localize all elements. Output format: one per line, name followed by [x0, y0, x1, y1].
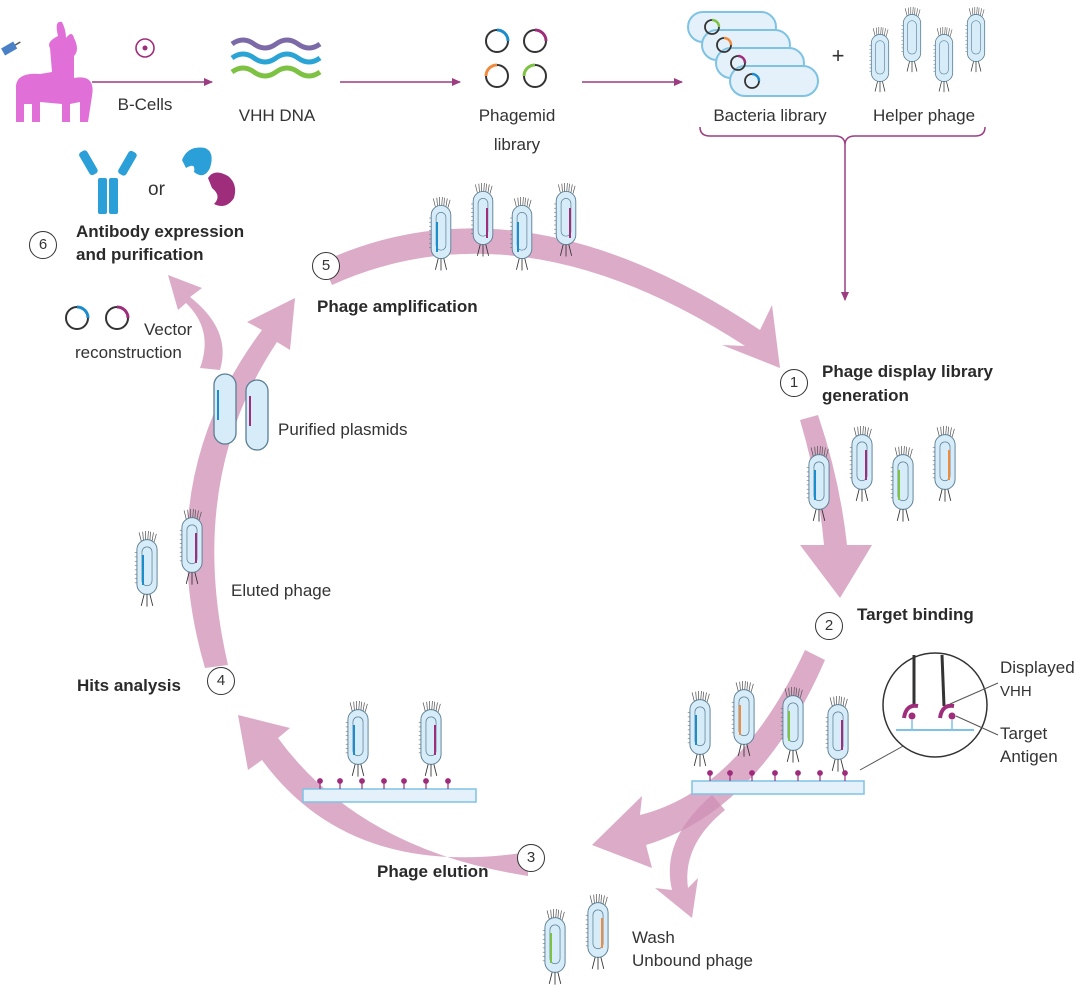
dna-icon — [230, 37, 322, 79]
step-number-2: 2 — [815, 612, 843, 640]
vhh-dna-label: VHH DNA — [238, 106, 316, 125]
step-number-1: 1 — [780, 369, 808, 397]
eluted-phage-label: Eluted phage — [231, 581, 332, 600]
cycle-arrow-4-to-5 — [186, 298, 295, 668]
phagemid-label-line1: Phagemid — [478, 106, 556, 125]
zoom-inset-icon — [859, 652, 999, 771]
cycle-arrow-5-to-1 — [322, 228, 780, 368]
target-antigen-label-line2: Antigen — [1000, 747, 1058, 766]
step-title-3: Phage elution — [377, 862, 489, 881]
displayed-vhh-label-line2: VHH — [1000, 683, 1032, 700]
cycle-arrow-wash — [655, 795, 725, 918]
library-phages — [806, 425, 956, 523]
displayed-vhh-label-line1: Displayed — [1000, 658, 1075, 677]
cycle-arrow-3-to-4 — [238, 715, 528, 876]
unbound-phages — [542, 893, 609, 986]
step-title-2: Target binding — [857, 605, 974, 624]
vhh-icon — [182, 147, 236, 206]
antigen-plate-icon — [691, 770, 865, 795]
cycle-arrow-to-6 — [168, 275, 223, 370]
amplification-phages — [428, 182, 577, 271]
step-number-5: 5 — [312, 252, 340, 280]
step-title-5: Phage amplification — [317, 297, 478, 316]
wash-label-line2: Unbound phage — [632, 951, 754, 970]
phagemid-icon — [484, 28, 548, 88]
step-title-4: Hits analysis — [77, 676, 181, 695]
purified-plasmids-label: Purified plasmids — [278, 420, 408, 439]
target-antigen-label-line1: Target — [1000, 724, 1048, 743]
or-label: or — [148, 179, 165, 200]
step-number-6: 6 — [29, 231, 57, 259]
step-number-4: 4 — [207, 667, 235, 695]
step-title-1-line1: Phage display library — [822, 362, 994, 381]
step-number-3: 3 — [517, 844, 545, 872]
bacteria-icon — [687, 11, 819, 97]
elution-phages — [302, 700, 477, 803]
helper-phage-label: Helper phage — [872, 106, 976, 125]
plus-sign: + — [831, 43, 845, 68]
cycle-arrows — [168, 228, 872, 918]
step-title-6-line2: and purification — [76, 245, 204, 264]
antibody-icon — [79, 150, 137, 214]
plasmid-icon — [213, 373, 269, 451]
wash-label-line1: Wash — [632, 928, 675, 947]
vector-label-line2: reconstruction — [75, 343, 182, 362]
binding-phages — [687, 680, 849, 773]
vector-label-line1: Vector — [144, 320, 193, 339]
step-title-6-line1: Antibody expression — [76, 222, 245, 241]
vector-icon — [65, 305, 130, 330]
eluted-phages — [134, 508, 203, 608]
b-cell-icon — [135, 38, 155, 58]
phagemid-label-line2: library — [493, 135, 541, 154]
flow-lines — [92, 78, 986, 301]
b-cells-label: B-Cells — [117, 95, 173, 114]
step-title-1-line2: generation — [822, 386, 909, 405]
helper-phage-icon — [869, 6, 986, 93]
bacteria-library-label: Bacteria library — [713, 106, 827, 125]
llama-icon — [1, 21, 93, 122]
cycle-arrow-2-to-3 — [592, 650, 825, 868]
